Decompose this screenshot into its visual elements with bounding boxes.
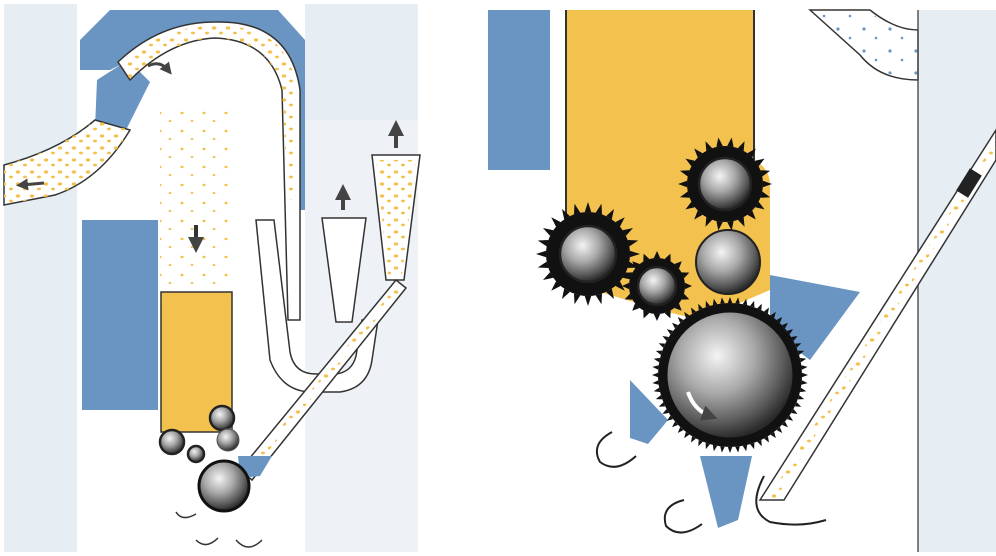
- delivery-roller: [217, 429, 239, 451]
- detail-panel: [488, 4, 996, 552]
- smooth-roller: [696, 230, 760, 294]
- spiked-roller-left: [546, 212, 630, 296]
- spiked-roller-top: [687, 146, 763, 222]
- main-roller: [199, 461, 249, 511]
- overview-panel: [4, 4, 420, 552]
- blue-frame: [488, 10, 550, 170]
- fall-zone: [160, 110, 230, 290]
- right-column: [918, 10, 996, 552]
- spiked-roller-small: [629, 258, 685, 314]
- delivery-roller: [160, 430, 184, 454]
- side-block: [82, 220, 158, 410]
- delivery-roller: [188, 446, 204, 462]
- delivery-roller: [210, 406, 234, 430]
- main-roller-face: [666, 311, 794, 439]
- flow-arrow: [22, 183, 44, 185]
